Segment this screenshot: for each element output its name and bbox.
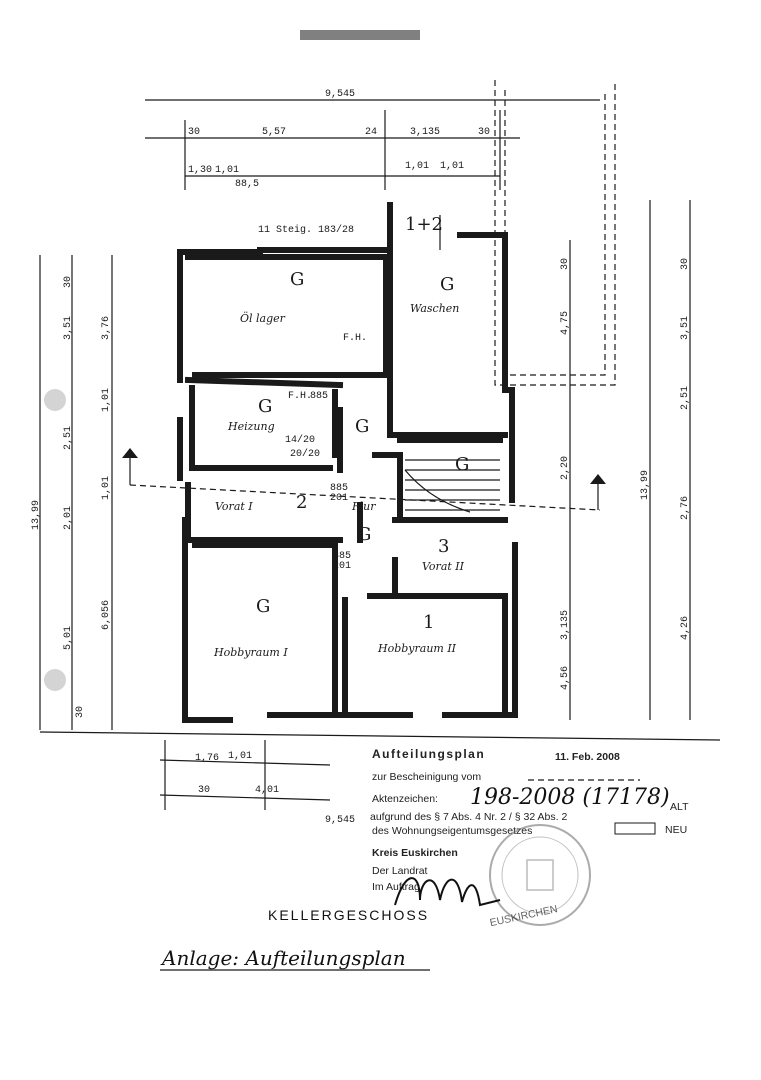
punch-hole-bottom bbox=[44, 669, 66, 691]
approval-stamp: Aufteilungsplan 11. Feb. 2008 zur Besche… bbox=[370, 747, 689, 929]
door-label: F.H. bbox=[288, 391, 312, 402]
bottom-dimensions: 1,76 1,01 30 4,01 9,545 bbox=[39, 731, 721, 826]
svg-text:30: 30 bbox=[560, 258, 571, 270]
walls bbox=[177, 202, 518, 723]
svg-text:2,76: 2,76 bbox=[680, 496, 691, 520]
stair-treads bbox=[404, 215, 500, 513]
svg-text:Der Landrat: Der Landrat bbox=[372, 865, 428, 877]
room-vorat-1: Vorat I bbox=[215, 500, 253, 513]
svg-text:24: 24 bbox=[365, 127, 377, 138]
svg-text:NEU: NEU bbox=[665, 824, 687, 836]
svg-text:30: 30 bbox=[188, 127, 200, 138]
svg-text:3,135: 3,135 bbox=[560, 610, 571, 640]
unit-marker: G bbox=[256, 596, 270, 617]
stair-count: 11 Steig. 183/28 bbox=[258, 224, 354, 236]
door-label: 20/20 bbox=[290, 448, 320, 460]
unit-marker: G bbox=[440, 274, 454, 295]
svg-text:88,5: 88,5 bbox=[235, 179, 259, 190]
svg-text:5,01: 5,01 bbox=[63, 626, 74, 650]
room-hobby-2: Hobbyraum II bbox=[377, 642, 457, 655]
svg-text:aufgrund des § 7 Abs. 4 Nr. 2: aufgrund des § 7 Abs. 4 Nr. 2 / § 32 Abs… bbox=[370, 811, 567, 823]
svg-text:1,01: 1,01 bbox=[405, 161, 429, 172]
annex-caption: Anlage: Aufteilungsplan bbox=[160, 946, 406, 970]
unit-marker: 3 bbox=[438, 536, 449, 557]
dim-total-width: 9,545 bbox=[325, 89, 355, 100]
svg-text:4,75: 4,75 bbox=[560, 311, 571, 335]
svg-text:Im Auftrag: Im Auftrag bbox=[372, 881, 420, 893]
seal-crest-icon bbox=[526, 859, 554, 891]
door-label: 885 bbox=[330, 483, 348, 494]
door-label: 201 bbox=[330, 493, 348, 504]
adjacent-outline bbox=[494, 80, 616, 386]
svg-text:5,57: 5,57 bbox=[262, 127, 286, 138]
svg-text:2,01: 2,01 bbox=[63, 506, 74, 530]
door-label: 14/20 bbox=[285, 434, 315, 446]
room-waschen: Waschen bbox=[410, 302, 459, 315]
unit-marker: G bbox=[258, 396, 272, 417]
stamp-title: Aufteilungsplan bbox=[372, 747, 485, 761]
door-label: 885 bbox=[333, 551, 351, 562]
svg-text:1,01: 1,01 bbox=[101, 388, 112, 412]
scan-smudge bbox=[300, 30, 420, 40]
svg-text:30: 30 bbox=[75, 706, 86, 718]
svg-text:13,99: 13,99 bbox=[31, 500, 42, 530]
svg-text:3,51: 3,51 bbox=[680, 316, 691, 340]
top-dimensions: 9,545 30 5,57 24 3,135 30 1,30 1,01 88,5… bbox=[145, 89, 600, 190]
unit-marker: 2 bbox=[296, 492, 307, 513]
section-line bbox=[122, 448, 606, 511]
svg-text:1,30: 1,30 bbox=[188, 165, 212, 176]
room-hobby-1: Hobbyraum I bbox=[213, 646, 288, 659]
file-number: 198-2008 (17178) bbox=[470, 785, 670, 810]
svg-text:des Wohnungseigentumsgesetzes: des Wohnungseigentumsgesetzes bbox=[372, 825, 532, 837]
room-ol-lager: Öl lager bbox=[240, 311, 286, 325]
authority: Kreis Euskirchen bbox=[372, 847, 458, 859]
svg-text:1,01: 1,01 bbox=[440, 161, 464, 172]
svg-text:4,26: 4,26 bbox=[680, 616, 691, 640]
svg-text:30: 30 bbox=[478, 127, 490, 138]
svg-text:2,20: 2,20 bbox=[560, 456, 571, 480]
svg-text:1,01: 1,01 bbox=[228, 751, 252, 762]
official-seal bbox=[489, 824, 591, 926]
unit-marker: G bbox=[290, 269, 304, 290]
unit-marker: G bbox=[357, 524, 371, 545]
svg-text:4,56: 4,56 bbox=[560, 666, 571, 690]
svg-text:30: 30 bbox=[198, 785, 210, 796]
svg-text:2,51: 2,51 bbox=[63, 426, 74, 450]
unit-marker: 1 bbox=[423, 612, 434, 633]
unit-marker: G bbox=[355, 416, 369, 437]
svg-text:ALT: ALT bbox=[670, 801, 689, 813]
signature bbox=[394, 877, 501, 907]
punch-hole-top bbox=[44, 389, 66, 411]
stamp-date: 11. Feb. 2008 bbox=[555, 751, 620, 763]
room-heizung: Heizung bbox=[227, 420, 275, 433]
svg-text:2,51: 2,51 bbox=[680, 386, 691, 410]
svg-text:4,01: 4,01 bbox=[255, 785, 279, 796]
room-vorat-2: Vorat II bbox=[422, 560, 465, 573]
svg-text:30: 30 bbox=[63, 276, 74, 288]
svg-text:9,545: 9,545 bbox=[325, 815, 355, 826]
svg-text:3,51: 3,51 bbox=[63, 316, 74, 340]
right-dimensions: 30 30 3,51 2,51 2,20 2,76 4,26 13,99 4,7… bbox=[560, 200, 691, 720]
door-label: 201 bbox=[333, 561, 351, 572]
svg-text:zur Bescheinigung vom: zur Bescheinigung vom bbox=[372, 771, 481, 783]
unit-marker: 1+2 bbox=[405, 214, 443, 235]
svg-text:1,01: 1,01 bbox=[101, 476, 112, 500]
svg-text:Aktenzeichen:: Aktenzeichen: bbox=[372, 793, 438, 805]
svg-text:1,76: 1,76 bbox=[195, 753, 219, 764]
door-label: F.H. bbox=[343, 333, 367, 344]
door-label: 885 bbox=[310, 391, 328, 402]
svg-text:30: 30 bbox=[680, 258, 691, 270]
svg-text:3,76: 3,76 bbox=[101, 316, 112, 340]
svg-text:13,99: 13,99 bbox=[640, 470, 651, 500]
unit-marker: G bbox=[455, 454, 469, 475]
left-dimensions: 30 3,51 3,76 1,01 2,51 1,01 2,01 6,056 5… bbox=[31, 255, 113, 730]
svg-text:3,135: 3,135 bbox=[410, 127, 440, 138]
svg-text:6,056: 6,056 bbox=[101, 600, 112, 630]
room-flur: Flur bbox=[351, 500, 376, 513]
svg-text:1,01: 1,01 bbox=[215, 165, 239, 176]
floor-title: KELLERGESCHOSS bbox=[268, 907, 429, 923]
